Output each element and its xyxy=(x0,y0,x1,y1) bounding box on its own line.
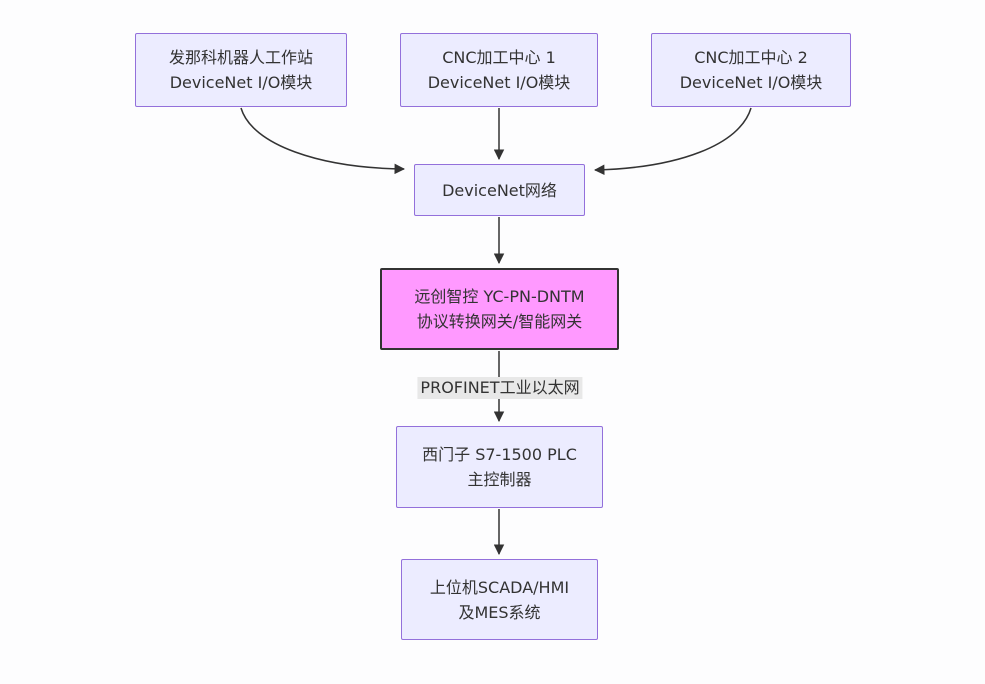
node-scada-line2: 及MES系统 xyxy=(458,602,541,622)
node-cnc2-line2: DeviceNet I/O模块 xyxy=(679,73,823,92)
node-plc-line1: 西门子 S7-1500 PLC xyxy=(422,445,577,464)
node-scada-line1: 上位机SCADA/HMI xyxy=(429,577,570,597)
edge-fanuc-to-devicenet xyxy=(240,107,406,175)
node-plc-line2: 主控制器 xyxy=(467,470,532,489)
node-siemens-plc: 西门子 S7-1500 PLC 主控制器 xyxy=(396,426,603,508)
node-cnc-center-2: CNC加工中心 2 DeviceNet I/O模块 xyxy=(651,33,851,107)
node-gateway: 远创智控 YC-PN-DNTM 协议转换网关/智能网关 xyxy=(380,268,619,350)
node-scada-mes: 上位机SCADA/HMI 及MES系统 xyxy=(401,559,598,640)
node-fanuc-line2: DeviceNet I/O模块 xyxy=(169,73,313,92)
node-cnc-center-1: CNC加工中心 1 DeviceNet I/O模块 xyxy=(400,33,598,107)
node-fanuc-line1: 发那科机器人工作站 xyxy=(168,48,313,67)
edge-label-profinet: PROFINET工业以太网 xyxy=(417,377,583,399)
node-devicenet-network: DeviceNet网络 xyxy=(414,164,585,216)
node-cnc2-line1: CNC加工中心 2 xyxy=(694,48,808,67)
node-devicenet-label: DeviceNet网络 xyxy=(442,180,557,200)
edge-cnc2-to-devicenet xyxy=(593,107,752,176)
node-cnc1-line2: DeviceNet I/O模块 xyxy=(427,73,571,92)
node-fanuc-workstation: 发那科机器人工作站 DeviceNet I/O模块 xyxy=(135,33,347,107)
node-gateway-line2: 协议转换网关/智能网关 xyxy=(416,312,583,331)
node-cnc1-line1: CNC加工中心 1 xyxy=(442,48,556,67)
node-gateway-line1: 远创智控 YC-PN-DNTM xyxy=(414,287,585,306)
